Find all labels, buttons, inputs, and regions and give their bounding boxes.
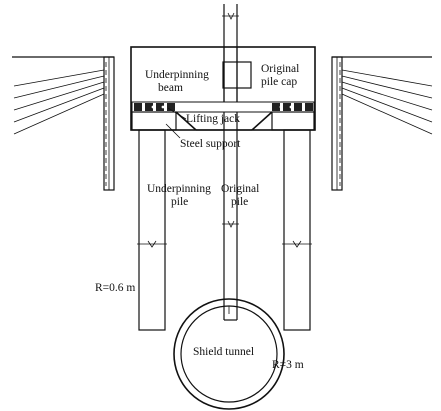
right-anchors	[341, 69, 433, 135]
label-steel-support: Steel support	[180, 138, 241, 150]
label-original-pile-1: Original	[221, 183, 259, 195]
label-lifting-jack: Lifting jack	[186, 113, 240, 125]
label-pile-radius: R=0.6 m	[95, 282, 135, 294]
label-original-pile-cap-1: Original	[261, 63, 299, 75]
leader-lines	[165, 107, 187, 139]
label-original-pile-2: pile	[231, 196, 248, 208]
label-tunnel-radius: R=3 m	[272, 359, 304, 371]
left-retaining-wall	[103, 56, 115, 191]
left-anchors	[13, 69, 105, 135]
shield-tunnel	[173, 298, 285, 410]
left-underpinning-pile	[137, 129, 167, 331]
original-pile-cap	[222, 61, 252, 89]
label-underpinning-pile-1: Underpinning	[147, 183, 211, 195]
label-underpinning-pile-2: pile	[171, 196, 188, 208]
label-original-pile-cap-2: pile cap	[261, 76, 297, 88]
label-underpinning-beam-1: Underpinning	[145, 69, 209, 81]
right-retaining-wall	[331, 56, 343, 191]
lifting-jack-layer	[131, 101, 315, 113]
label-underpinning-beam-2: beam	[158, 82, 183, 94]
label-shield-tunnel: Shield tunnel	[193, 346, 254, 358]
right-underpinning-pile	[282, 129, 312, 331]
